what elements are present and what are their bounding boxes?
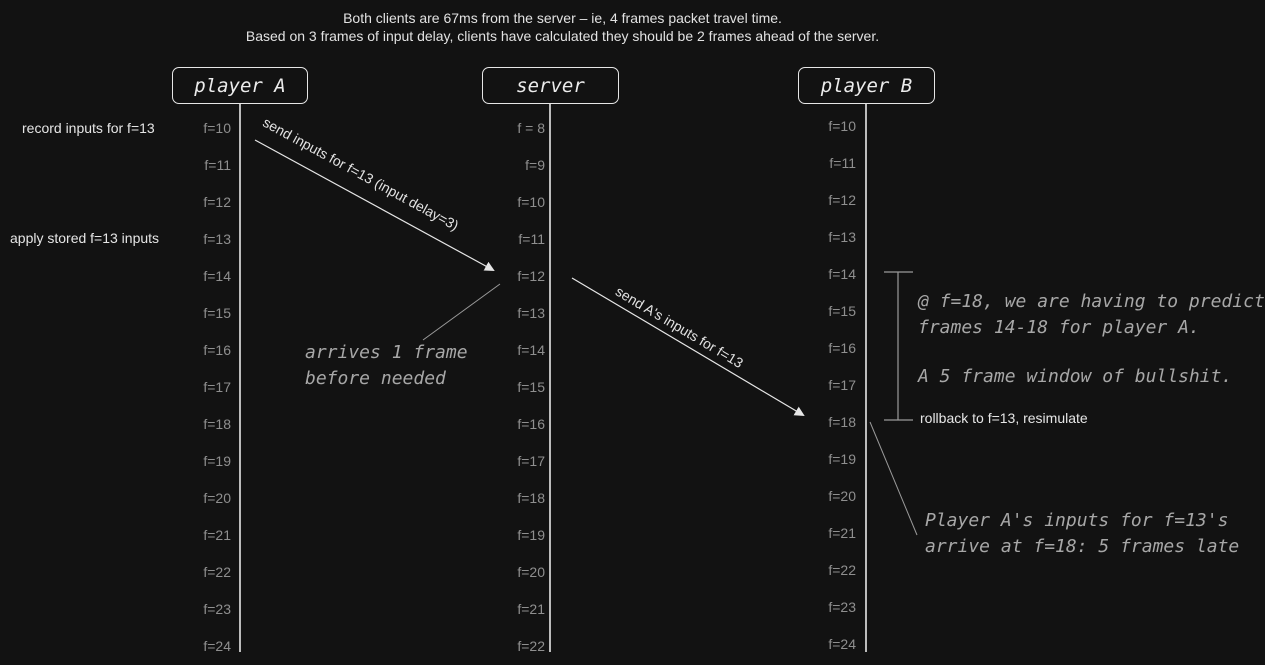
player-a-frame-label: f=19	[203, 453, 231, 469]
arrow-a-to-server	[254, 139, 495, 271]
hand-note-late-line-1: Player A's inputs for f=13's	[925, 510, 1229, 531]
hand-note-arrives-early-line-1: arrives 1 frame	[305, 342, 468, 363]
server-frame-label: f=20	[517, 564, 545, 580]
player-a-frame-label: f=16	[203, 342, 231, 358]
player-a-frame-label: f=12	[203, 194, 231, 210]
server-frame-label: f=11	[518, 231, 545, 247]
hand-note-predict-line-1: @ f=18, we are having to predict	[918, 291, 1265, 312]
player-a-frame-label: f=18	[203, 416, 231, 432]
player-b-frame-label: f=23	[828, 599, 856, 615]
header-line-2: Based on 3 frames of input delay, client…	[245, 28, 880, 44]
player-a-frame-label: f=14	[203, 268, 231, 284]
note-apply-inputs: apply stored f=13 inputs	[10, 230, 160, 246]
player-a-frame-label: f=24	[203, 638, 231, 654]
server-frame-label: f=16	[517, 416, 545, 432]
server-frame-label: f=19	[517, 527, 545, 543]
header-line-1: Both clients are 67ms from the server – …	[343, 10, 782, 26]
player-b-frame-label: f=24	[828, 636, 856, 652]
player-b-frame-label: f=11	[829, 155, 856, 171]
server-frame-label: f=21	[517, 601, 545, 617]
player-b-frame-label: f=22	[828, 562, 856, 578]
server-frame-label: f=9	[525, 157, 545, 173]
hand-note-arrives-early-line-2: before needed	[305, 368, 446, 389]
player-b-frame-label: f=15	[828, 303, 856, 319]
hand-note-late: Player A's inputs for f=13's arrive at f…	[925, 508, 1239, 560]
player-a-frame-label: f=17	[203, 379, 231, 395]
player-a-frame-label: f=23	[203, 601, 231, 617]
server-frame-label: f=15	[517, 379, 545, 395]
player-b-frame-label: f=13	[828, 229, 856, 245]
player-a-frame-label: f=10	[203, 120, 231, 136]
player-a-frame-label: f=13	[203, 231, 231, 247]
player-b-frame-label: f=19	[828, 451, 856, 467]
server-frame-label: f=12	[517, 268, 545, 284]
player-b-frame-label: f=21	[828, 525, 856, 541]
server-frame-label: f=18	[517, 490, 545, 506]
hand-note-predict-line-2: frames 14-18 for player A.	[918, 317, 1200, 338]
note-rollback: rollback to f=13, resimulate	[920, 410, 1088, 426]
pointer-late	[869, 421, 918, 536]
server-frame-label: f=13	[517, 305, 545, 321]
server-frame-label: f = 8	[517, 120, 545, 136]
player-b-frame-label: f=12	[828, 192, 856, 208]
pointer-arrives-early	[422, 283, 501, 341]
arrow-server-to-b	[571, 277, 805, 417]
player-a-frame-label: f=11	[204, 157, 231, 173]
player-b-frame-label: f=20	[828, 488, 856, 504]
server-frame-label: f=14	[517, 342, 545, 358]
hand-note-late-line-2: arrive at f=18: 5 frames late	[925, 536, 1240, 557]
hand-note-predict: @ f=18, we are having to predict frames …	[918, 289, 1265, 341]
player-a-frame-label: f=20	[203, 490, 231, 506]
note-record-inputs: record inputs for f=13	[22, 120, 155, 136]
server-frame-label: f=17	[517, 453, 545, 469]
player-a-frame-label: f=15	[203, 305, 231, 321]
server-frame-label: f=10	[517, 194, 545, 210]
hand-note-window: A 5 frame window of bullshit.	[918, 366, 1233, 387]
player-a-frame-label: f=21	[203, 527, 231, 543]
player-a-frame-label: f=22	[203, 564, 231, 580]
lane-title-player-b: player B	[798, 67, 935, 104]
player-b-frame-label: f=10	[828, 118, 856, 134]
lane-title-player-a: player A	[172, 67, 308, 104]
server-frame-label: f=22	[517, 638, 545, 654]
player-b-frame-label: f=16	[828, 340, 856, 356]
player-b-frame-label: f=17	[828, 377, 856, 393]
player-b-frame-label: f=18	[828, 414, 856, 430]
player-b-frame-label: f=14	[828, 266, 856, 282]
lane-title-server: server	[482, 67, 619, 104]
hand-note-arrives-early: arrives 1 frame before needed	[305, 340, 468, 392]
